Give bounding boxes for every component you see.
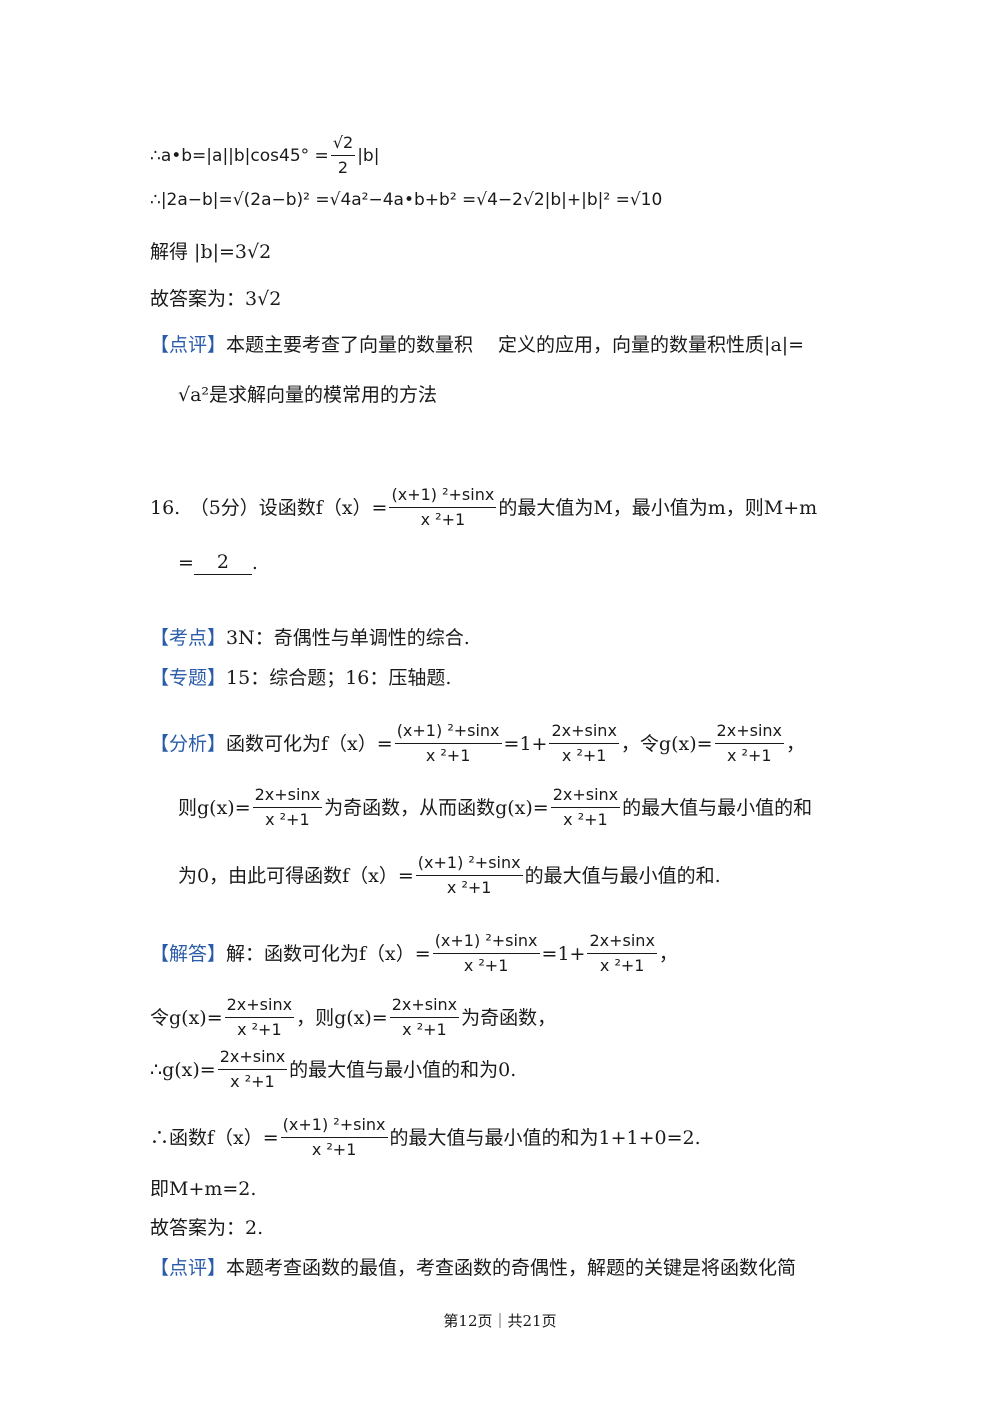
result-text: 解得 |b|=3√2 bbox=[150, 241, 272, 263]
answer-line: 故答案为：3√2 bbox=[150, 287, 281, 311]
review-line-2: √a²是求解向量的模常用的方法 bbox=[178, 383, 437, 407]
formula-text: ∴a•b=|a||b|cos45° = bbox=[150, 145, 329, 166]
fenxi-line-2: 则g(x)= 2x+sinx x ²+1 为奇函数，从而函数g(x)= 2x+s… bbox=[178, 785, 813, 829]
dianping-text: 本题考查函数的最值，考查函数的奇偶性，解题的关键是将函数化简 bbox=[226, 1257, 797, 1279]
formula-text: |b| bbox=[357, 145, 380, 166]
formula-line-1: ∴a•b=|a||b|cos45° = √2 2 |b| bbox=[150, 132, 379, 179]
zhuanti-text: 15：综合题；16：压轴题. bbox=[226, 667, 452, 689]
review-text-2: √a²是求解向量的模常用的方法 bbox=[178, 384, 438, 406]
fenxi-tag: 【分析】 bbox=[150, 732, 227, 755]
jieda-line-3: ∴g(x)= 2x+sinx x ²+1 的最大值与最小值的和为0. bbox=[150, 1047, 517, 1091]
fraction: (x+1) ²+sinx x ²+1 bbox=[415, 853, 523, 897]
review-line: 【点评】 本题主要考查了向量的数量积 定义的应用，向量的数量积性质|a|= bbox=[150, 333, 804, 357]
question-stem: 16. （5分）设函数f（x）= bbox=[150, 496, 388, 519]
formula-text: ∴|2a−b|=√(2a−b)² =√4a²−4a•b+b² =√4−2√2|b… bbox=[150, 190, 663, 210]
question-stem-tail: 的最大值为M，最小值为m，则M+m bbox=[498, 496, 818, 519]
fraction: 2x+sinx x ²+1 bbox=[549, 721, 619, 765]
fraction: (x+1) ²+sinx x ²+1 bbox=[432, 931, 540, 975]
fraction: 2x+sinx x ²+1 bbox=[389, 995, 460, 1039]
jieda-line-4: ∴函数f（x）= (x+1) ²+sinx x ²+1 的最大值与最小值的和为1… bbox=[150, 1115, 701, 1159]
kaodian-line: 【考点】 3N：奇偶性与单调性的综合. bbox=[150, 626, 470, 650]
fenxi-line-3: 为0，由此可得函数f（x）= (x+1) ²+sinx x ²+1 的最大值与最… bbox=[178, 853, 721, 897]
fenxi-line-1: 【分析】 函数可化为f（x）= (x+1) ²+sinx x ²+1 =1+ 2… bbox=[150, 721, 806, 765]
zhuanti-line: 【专题】 15：综合题；16：压轴题. bbox=[150, 666, 451, 690]
kaodian-tag: 【考点】 bbox=[150, 627, 227, 649]
fraction: 2x+sinx x ²+1 bbox=[550, 785, 621, 829]
jieda-tag: 【解答】 bbox=[150, 942, 227, 965]
review-tag: 【点评】 bbox=[150, 334, 227, 356]
jieda-line-5: 即M+m=2. bbox=[150, 1178, 257, 1200]
fraction: (x+1) ²+sinx x ²+1 bbox=[389, 485, 497, 529]
page-footer: 第12页｜共21页 bbox=[443, 1312, 557, 1330]
answer-text: 故答案为：3√2 bbox=[150, 288, 282, 310]
fraction: 2x+sinx x ²+1 bbox=[714, 721, 784, 765]
zhuanti-tag: 【专题】 bbox=[150, 667, 227, 689]
fraction: (x+1) ²+sinx x ²+1 bbox=[394, 721, 502, 765]
dianping-tag: 【点评】 bbox=[150, 1257, 227, 1279]
fraction: (x+1) ²+sinx x ²+1 bbox=[280, 1115, 388, 1159]
kaodian-text: 3N：奇偶性与单调性的综合. bbox=[226, 627, 470, 649]
fraction: 2x+sinx x ²+1 bbox=[217, 1047, 288, 1091]
fraction: √2 2 bbox=[330, 133, 356, 177]
jieda-line-6: 故答案为：2. bbox=[150, 1217, 264, 1239]
jieda-line-2: 令g(x)= 2x+sinx x ²+1 ，则g(x)= 2x+sinx x ²… bbox=[150, 995, 557, 1039]
fill-in-answer: 2 bbox=[193, 550, 252, 575]
question-16-answer-line: = 2 . bbox=[178, 550, 258, 575]
question-16: 16. （5分）设函数f（x）= (x+1) ²+sinx x ²+1 的最大值… bbox=[150, 484, 817, 531]
fraction: 2x+sinx x ²+1 bbox=[224, 995, 295, 1039]
fraction: 2x+sinx x ²+1 bbox=[587, 931, 657, 975]
result-line: 解得 |b|=3√2 bbox=[150, 240, 271, 264]
fraction: 2x+sinx x ²+1 bbox=[252, 785, 323, 829]
review-text: 本题主要考查了向量的数量积 定义的应用，向量的数量积性质|a|= bbox=[226, 334, 805, 356]
formula-line-2: ∴|2a−b|=√(2a−b)² =√4a²−4a•b+b² =√4−2√2|b… bbox=[150, 188, 662, 212]
jieda-line-1: 【解答】 解：函数可化为f（x）= (x+1) ²+sinx x ²+1 =1+… bbox=[150, 931, 678, 975]
dianping-line: 【点评】 本题考查函数的最值，考查函数的奇偶性，解题的关键是将函数化简 bbox=[150, 1256, 796, 1280]
